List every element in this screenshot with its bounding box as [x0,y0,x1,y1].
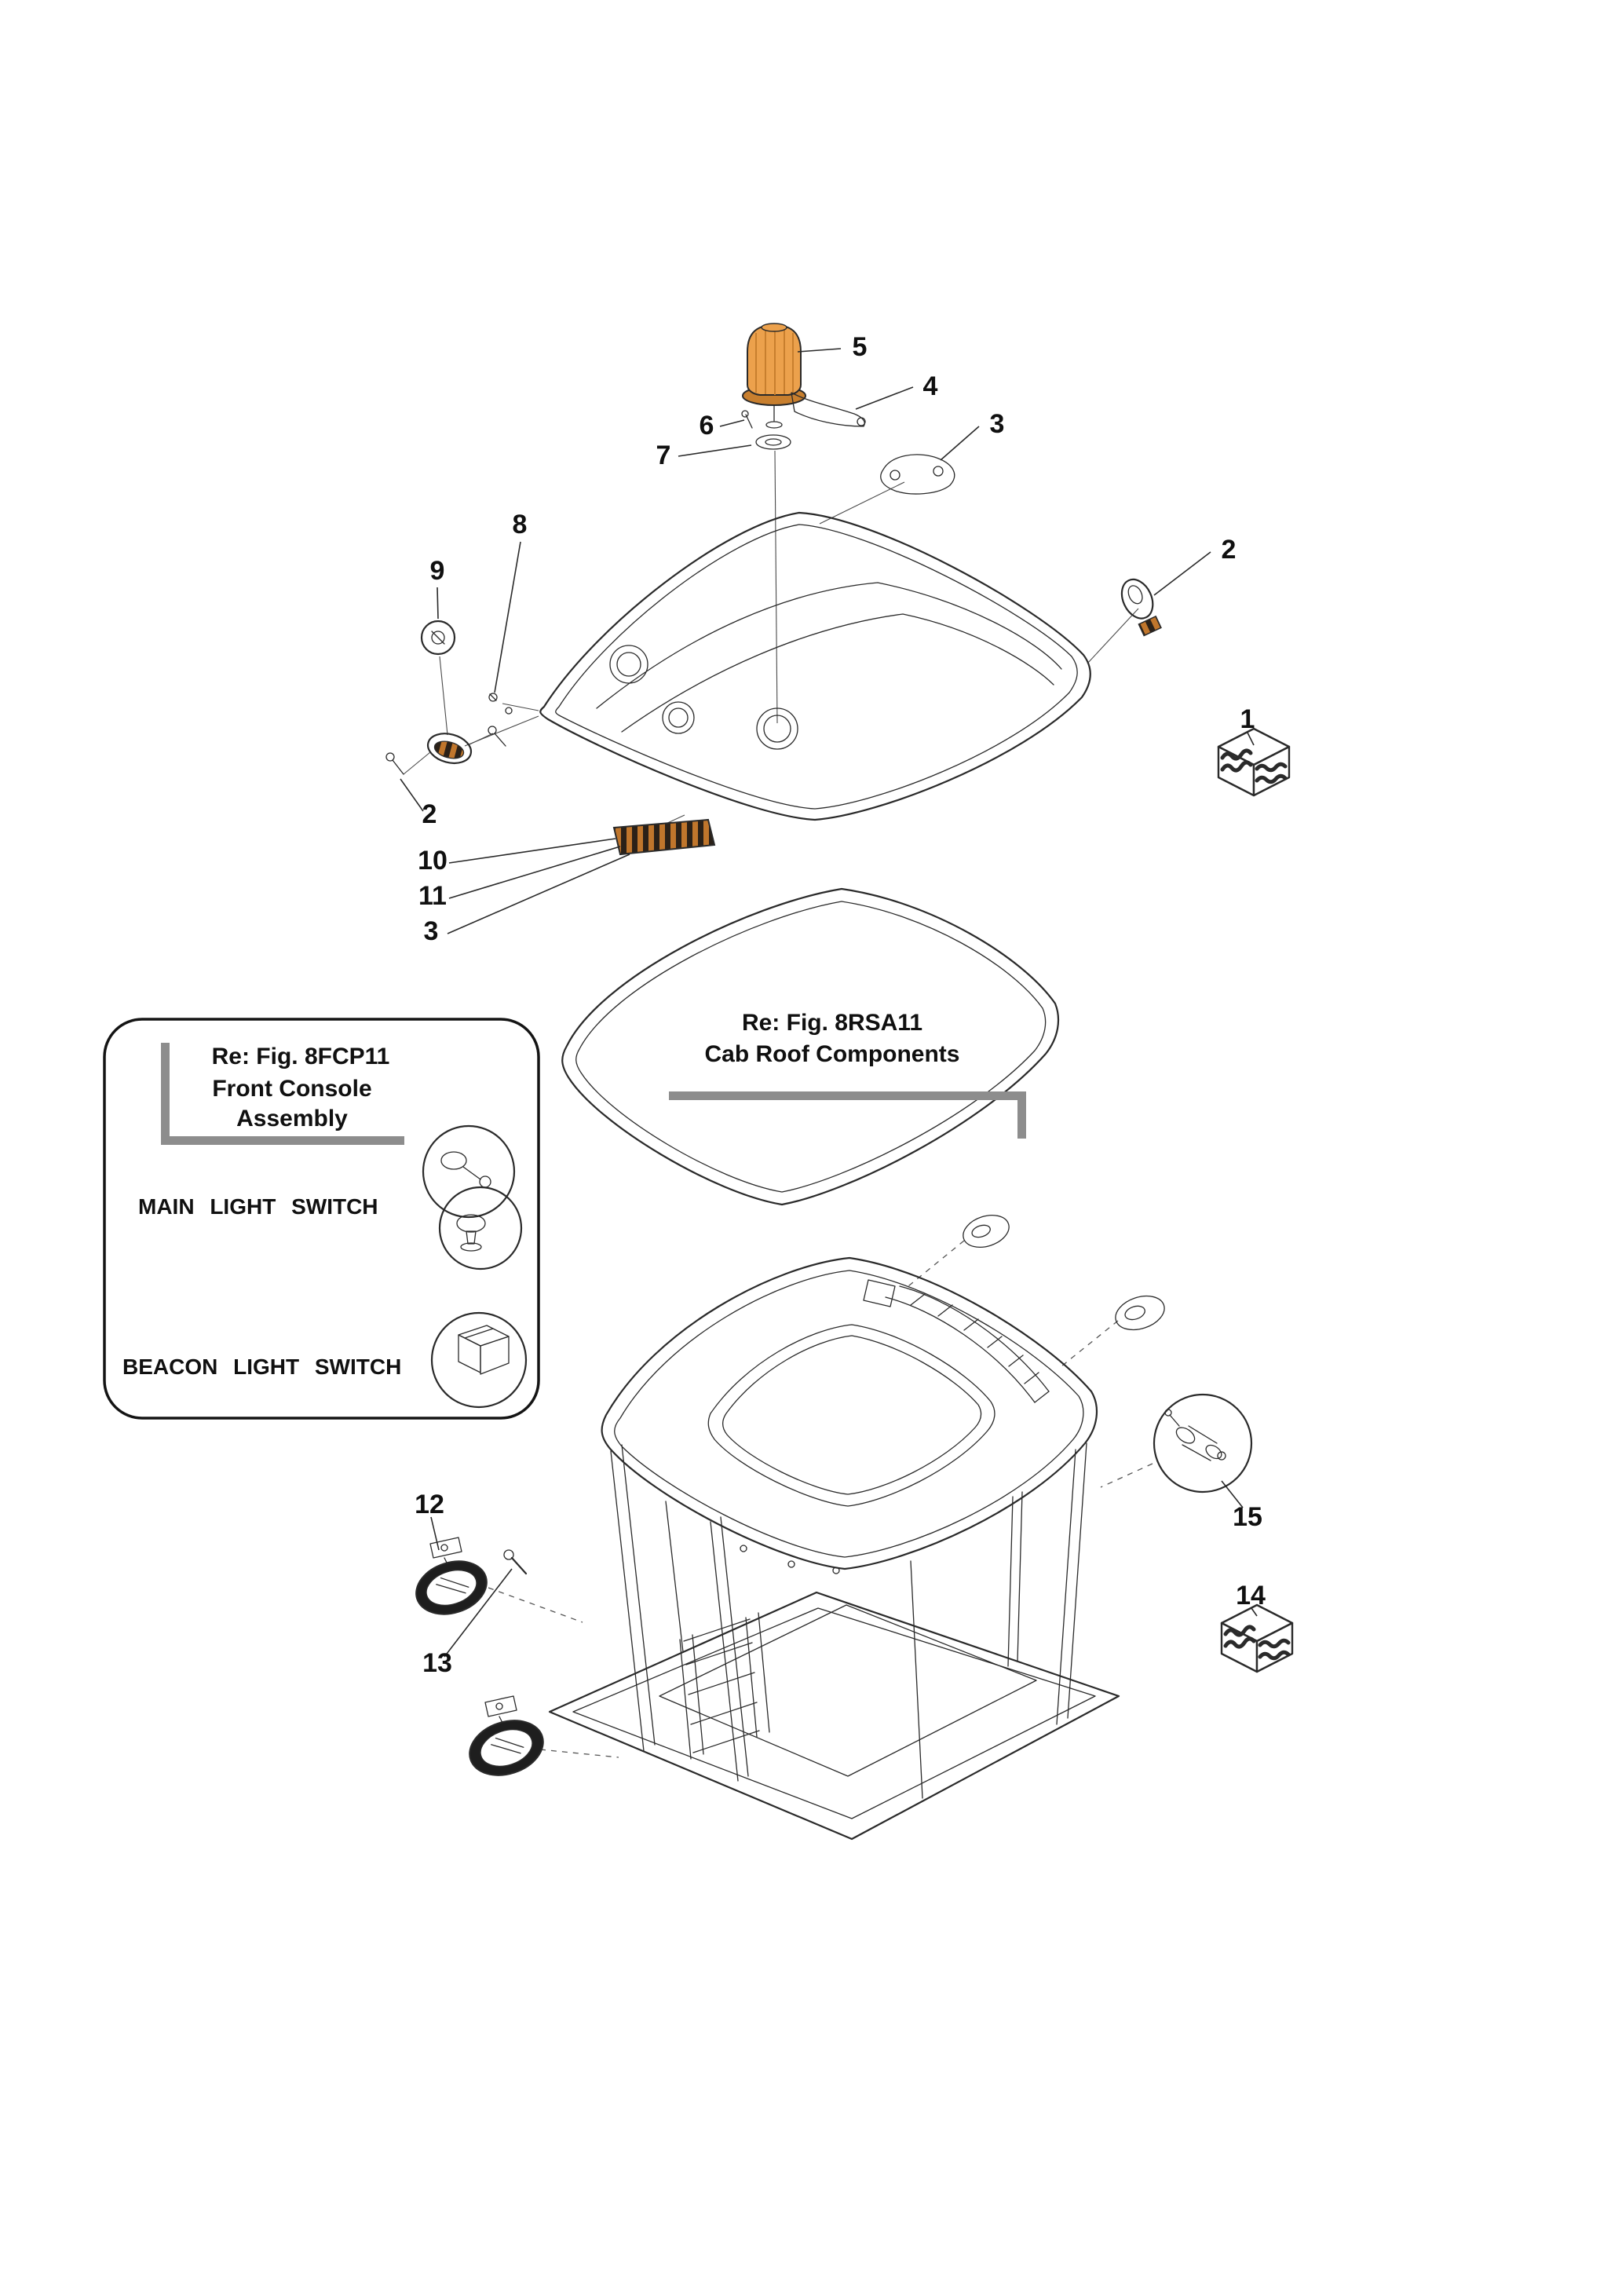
callout-label-5: 5 [853,332,868,362]
callout-label-14: 14 [1236,1581,1266,1610]
front-console-title-line2: Assembly [236,1106,348,1132]
main-light-switch-label: MAIN LIGHT SWITCH [138,1194,378,1219]
main-light-switch-detail [422,1124,523,1270]
callout-label-11: 11 [418,881,447,911]
marker-lamp-oval [426,733,473,765]
cab-roof-title: Cab Roof Components [705,1041,960,1067]
callout-label-12: 12 [415,1490,444,1519]
reference-box-border [103,1018,540,1420]
roof-bracket [880,454,955,495]
cab-roof-fig-label: Re: Fig. 8RSA11 [742,1010,922,1036]
side-lamp-right [1120,578,1162,637]
callout-numbers: 5 4 6 7 3 2 8 9 2 10 11 3 1 12 13 15 14 [415,332,1266,1678]
front-console-fig-label: Re: Fig. 8FCP11 [212,1044,390,1069]
work-light-lower [469,1695,544,1776]
console-ref-bar-horizontal [161,1136,404,1145]
work-light-upper [415,1537,488,1615]
callout-label-8: 8 [513,510,528,539]
callout-label-15: 15 [1233,1502,1262,1532]
cab-roof-reference-label: Re: Fig. 8RSA11 Cab Roof Components [669,1010,1026,1139]
screw-left [385,752,404,775]
beacon-assembly [741,323,955,495]
callout-label-1: 1 [1240,704,1255,734]
console-mount-frame [679,1612,770,1760]
vent-striped-panel [612,818,716,856]
roof-fastener-parts [385,578,1162,775]
beacon-bracket-arm [791,392,866,427]
reference-underline-bar [669,1091,1026,1100]
bolt-part [503,1549,528,1575]
leader-lines [400,348,1258,1658]
roof-screws [488,693,513,715]
beacon-light-switch-label: BEACON LIGHT SWITCH [122,1355,401,1379]
reference-side-bar [1017,1091,1026,1139]
mirror-cover-right [1115,1295,1165,1331]
roof-seal [561,887,1060,1206]
callout-label-7: 7 [656,441,671,470]
roof-panel [539,511,1091,821]
front-console-reference-box: Re: Fig. 8FCP11 Front Console Assembly M… [103,1018,540,1420]
mounting-bolt [741,410,753,429]
beacon-light-switch-detail [430,1311,528,1409]
callout-label-2-right: 2 [1222,535,1237,565]
mirror-cover-left [963,1215,1010,1248]
console-ref-bar-vertical [161,1043,170,1145]
plug-detail-circle [1153,1393,1253,1493]
screw-right [488,726,506,747]
callout-label-6: 6 [700,411,714,441]
mounting-washer [755,421,791,450]
cab-frame [548,1256,1120,1841]
front-console-title-line1: Front Console [212,1076,371,1102]
callout-label-3-top: 3 [990,409,1005,439]
callout-label-4: 4 [923,371,938,401]
callout-label-3-left: 3 [424,916,439,946]
grommet [420,620,456,656]
callout-label-10: 10 [418,846,448,876]
parts-cube-icon-1 [1218,729,1289,795]
air-duct [863,1279,1050,1403]
callout-label-13: 13 [422,1648,452,1678]
callout-label-9: 9 [430,556,445,586]
beacon-light [742,323,806,406]
callout-label-2-left: 2 [422,799,437,829]
